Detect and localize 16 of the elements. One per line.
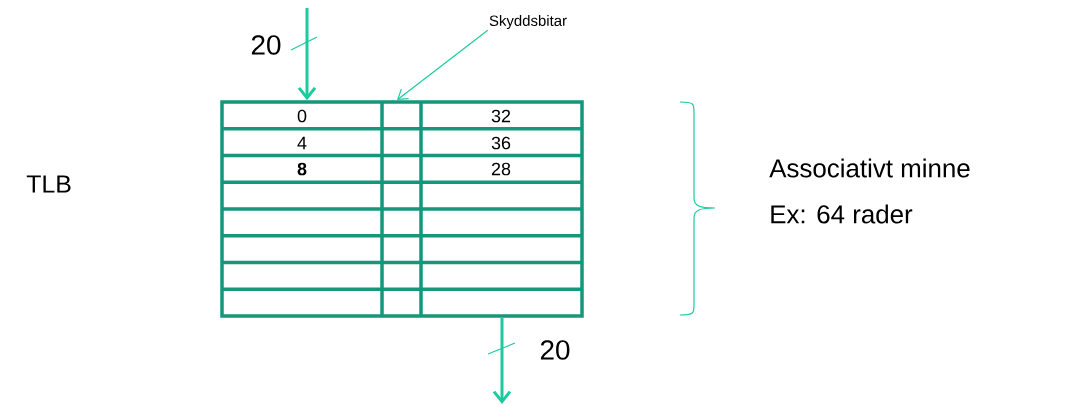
- table-cell: 0: [297, 109, 307, 123]
- table-cell: 36: [491, 136, 511, 150]
- text-label: Associativt minne: [769, 158, 970, 178]
- text-label: Ex: 64 rader: [771, 204, 913, 224]
- leader-line: [397, 29, 489, 100]
- table-cell: 28: [491, 162, 511, 176]
- table-cell: 4: [297, 136, 307, 150]
- callout-text: Skyddsbitar: [489, 15, 567, 29]
- text-label: TLB: [26, 175, 71, 193]
- edge-label: 20: [540, 340, 570, 360]
- arrow: [297, 8, 317, 101]
- table-cell: 8: [297, 162, 307, 176]
- table-cell: 32: [491, 109, 511, 123]
- edge-label: 20: [251, 35, 281, 55]
- arrow: [492, 317, 512, 404]
- table: [220, 100, 584, 318]
